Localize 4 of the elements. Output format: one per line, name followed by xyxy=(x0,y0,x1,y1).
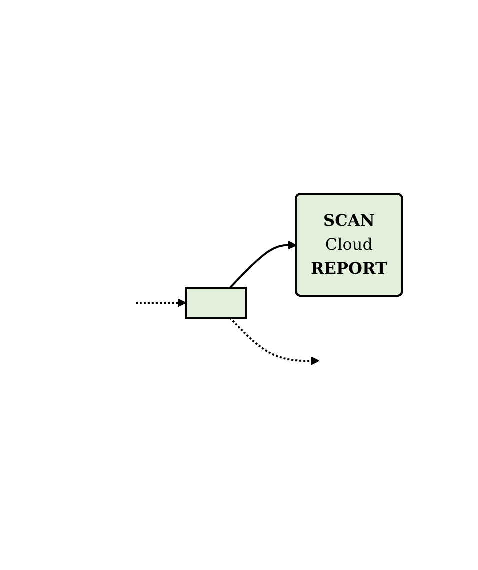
arrow xyxy=(136,298,186,308)
arrow xyxy=(229,317,320,366)
arrow xyxy=(229,240,297,289)
node-box xyxy=(184,287,247,319)
